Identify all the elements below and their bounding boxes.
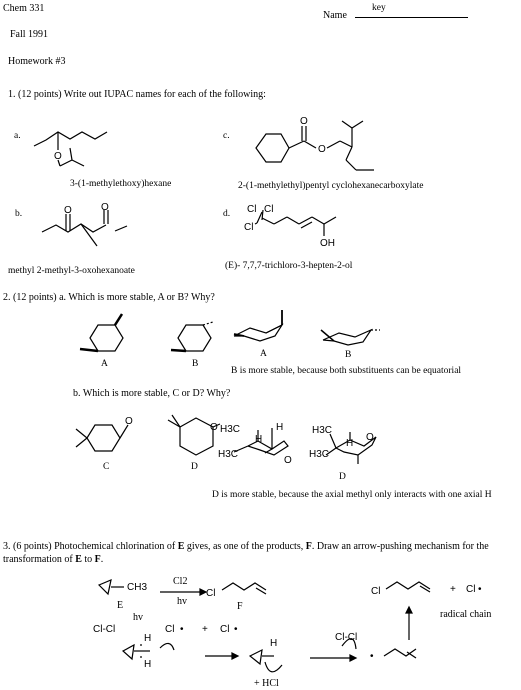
q2-c-oxygen: O	[125, 416, 133, 427]
q2-d-oxygen: O	[210, 422, 218, 433]
q2b-answer: D is more stable, because the axial meth…	[212, 490, 492, 500]
q1d-chlorine-3: Cl	[244, 222, 253, 233]
q3-prompt-f: F	[305, 541, 312, 552]
q3-product-chlorine: Cl	[371, 586, 380, 597]
assignment-title: Homework #3	[8, 56, 66, 67]
q2-d-chair-h: H	[346, 438, 353, 449]
q2-c-chair-h-2: H	[276, 422, 283, 433]
q1c-answer: 2-(1-methylethyl)pentyl cyclohexanecarbo…	[238, 181, 424, 191]
q3-h-2: H	[144, 659, 151, 670]
q2-label-c: C	[103, 462, 110, 472]
q1c-ester-oxygen: O	[318, 144, 326, 155]
q3-prompt-f-2: F	[94, 554, 101, 565]
q3-chlorine-molecule-2: Cl-Cl	[335, 632, 357, 643]
q1d-chlorine-2: Cl	[264, 204, 273, 215]
q1c-carbonyl-oxygen: O	[300, 116, 308, 127]
q1b-answer: methyl 2-methyl-3-oxohexanoate	[8, 266, 135, 276]
q3-chlorine-radical-2: Cl	[165, 624, 174, 635]
name-label: Name	[323, 10, 347, 21]
q3-e-label: E	[117, 600, 123, 611]
q1d-answer: (E)- 7,7,7-trichloro-3-hepten-2-ol	[225, 261, 353, 271]
q3-radical-dot-4: •	[370, 651, 374, 662]
q3-chlorine-radical-1: Cl	[466, 584, 475, 595]
q3-f-label: F	[237, 601, 243, 612]
q3-condition: hv	[177, 596, 187, 607]
q1a-label: a.	[14, 131, 21, 141]
q2-label-a: A	[101, 359, 108, 369]
q3-radical-chain: radical chain	[440, 609, 491, 620]
name-line	[355, 17, 468, 18]
q2a-answer: B is more stable, because both substitue…	[231, 366, 462, 376]
q3-reagent: Cl2	[173, 576, 187, 587]
q2-c-chair-methyl-2: H3C	[218, 449, 238, 460]
q2-d-chair-methyl-2: H3C	[309, 449, 329, 460]
q2b-prompt: b. Which is more stable, C or D? Why?	[73, 388, 231, 399]
q1-prompt: 1. (12 points) Write out IUPAC names for…	[8, 89, 266, 100]
q1d-chlorine-1: Cl	[247, 204, 256, 215]
q3-radical-dot-3: •	[234, 624, 238, 635]
q3-chlorine-molecule: Cl-Cl	[93, 624, 115, 635]
q3-f-chlorine: Cl	[206, 588, 215, 599]
q2-c-chair-oxygen: O	[284, 455, 292, 466]
q1b-label: b.	[15, 209, 23, 219]
q3-hcl: + HCl	[254, 678, 279, 689]
q3-h-1: H	[144, 633, 151, 644]
q3-radical-dot-2: •	[180, 624, 184, 635]
q2-d-chair-oxygen: O	[366, 432, 374, 443]
q3-prompt-e: E	[177, 541, 185, 552]
q3-chlorine-radical-3: Cl	[220, 624, 229, 635]
q2-c-chair-h-1: H	[255, 434, 262, 445]
q3-radical-dot-1: •	[478, 584, 482, 595]
q3-plus-2: +	[202, 624, 208, 635]
q3-e-methyl: CH3	[127, 582, 147, 593]
q3-initiation-condition: hv	[133, 612, 143, 623]
q1b-ketone-oxygen: O	[64, 205, 72, 216]
q3-h-3: H	[270, 638, 277, 649]
q1c-label: c.	[223, 131, 230, 141]
q1a-oxygen: O	[54, 151, 62, 162]
term: Fall 1991	[10, 29, 49, 40]
q1d-label: d.	[223, 209, 231, 219]
q2-label-d: D	[191, 462, 198, 472]
name-value: key	[372, 3, 386, 13]
q2-label-b: B	[192, 359, 199, 369]
q2a-prompt: 2. (12 points) a. Which is more stable, …	[3, 292, 215, 303]
q1b-ester-oxygen: O	[101, 202, 109, 213]
q2-chair-label-a: A	[260, 349, 267, 359]
q1d-hydroxyl: OH	[320, 238, 335, 249]
q3-prompt: 3. (6 points) Photochemical chlorination…	[3, 541, 489, 565]
q2-c-chair-methyl-1: H3C	[220, 424, 240, 435]
q3-prompt-e-2: E	[75, 554, 82, 565]
course-title: Chem 331	[3, 3, 45, 14]
q2-chair-label-b: B	[345, 350, 352, 360]
q3-plus-1: +	[450, 584, 456, 595]
q1a-answer: 3-(1-methylethoxy)hexane	[70, 179, 172, 189]
q2-d-chair-methyl-1: H3C	[312, 425, 332, 436]
q2-chair-label-d: D	[339, 472, 346, 482]
